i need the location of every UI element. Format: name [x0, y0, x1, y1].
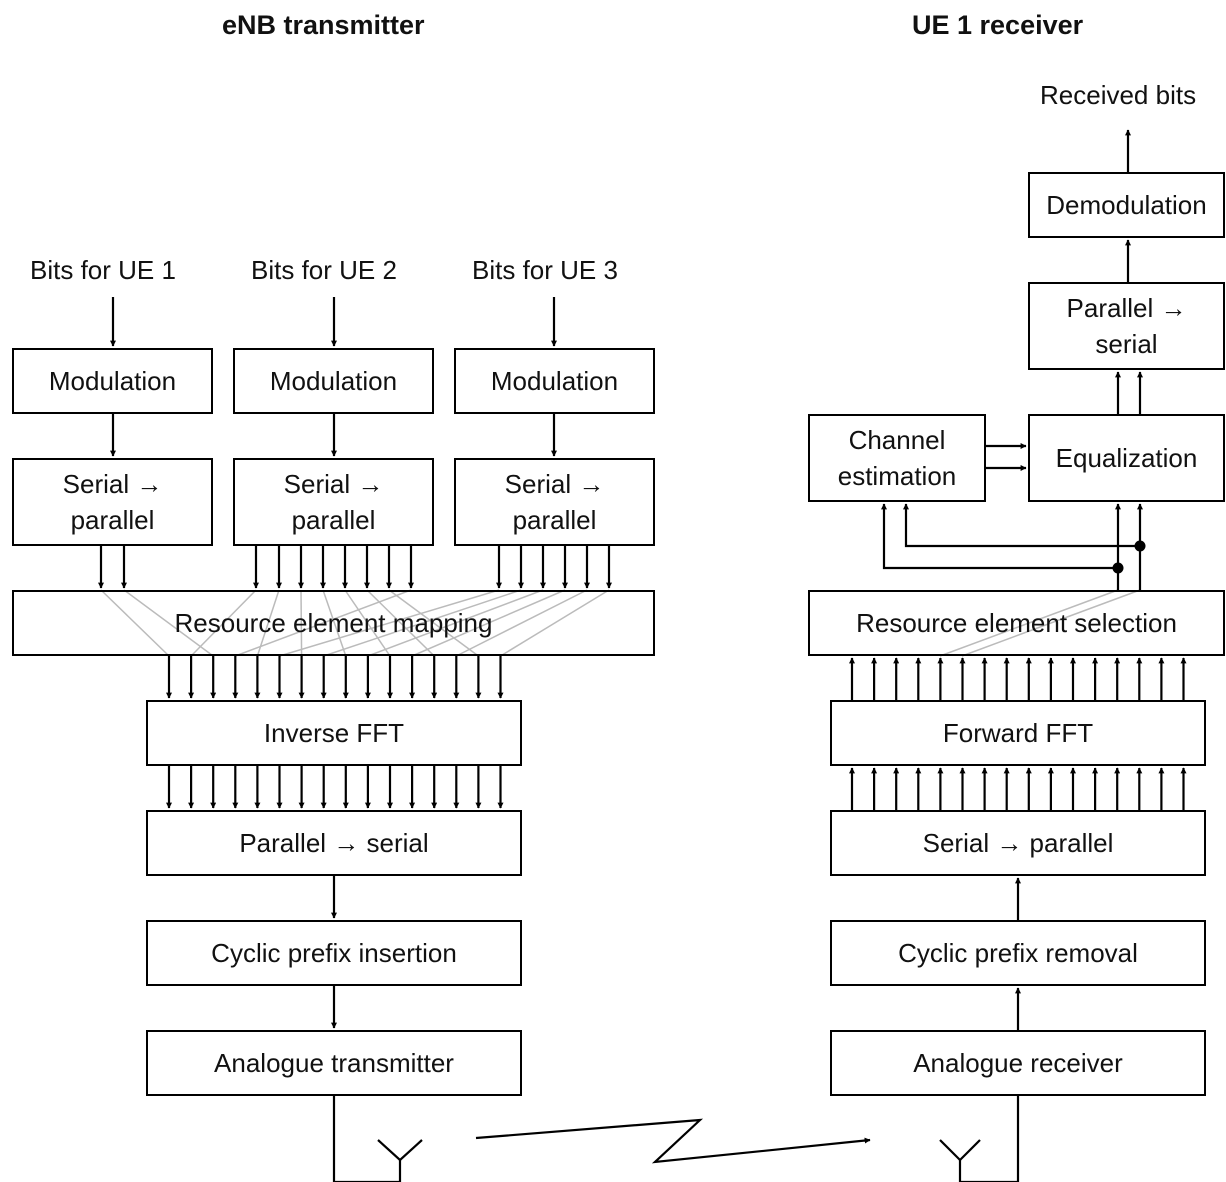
- mapping-line-7: [366, 589, 435, 657]
- tx-antenna-icon: [377, 1139, 423, 1162]
- modulation-block-ue3: Modulation: [454, 348, 655, 414]
- mapping-line-14: [455, 589, 588, 657]
- input-label-ue1: Bits for UE 1: [30, 255, 176, 285]
- radio-link-arrow: [475, 1118, 871, 1164]
- branch-to-channel-est-1: [881, 503, 1118, 570]
- received-bits-label: Received bits: [1040, 80, 1197, 110]
- input-label-ue3: Bits for UE 3: [472, 255, 618, 285]
- mapping-line-8: [388, 589, 479, 657]
- mapping-lines: [100, 589, 1141, 657]
- serial-to-parallel-block-ue3: Serial → parallel: [454, 458, 655, 546]
- analogue-transmitter-block: Analogue transmitter: [146, 1030, 522, 1096]
- tx-parallel-to-serial-block: Parallel → serial: [146, 810, 522, 876]
- selection-line-1: [961, 589, 1141, 657]
- tx-antenna-feed: [334, 1160, 402, 1182]
- cyclic-prefix-removal-block: Cyclic prefix removal: [830, 920, 1206, 986]
- rx-serial-to-parallel-block: Serial → parallel: [830, 810, 1206, 876]
- mapping-line-6: [344, 589, 391, 657]
- junction-dot-2: [1134, 540, 1146, 552]
- cyclic-prefix-insertion-block: Cyclic prefix insertion: [146, 920, 522, 986]
- mapping-line-11: [323, 589, 522, 657]
- rx-antenna-icon: [939, 1139, 981, 1162]
- channel-estimation-block: Channel estimation: [808, 414, 986, 502]
- forward-fft-block: Forward FFT: [830, 700, 1206, 766]
- mapping-line-5: [322, 589, 347, 657]
- receiver-title: UE 1 receiver: [912, 10, 1084, 40]
- junction-dot-1: [1112, 562, 1124, 574]
- selection-line-0: [939, 589, 1119, 657]
- modulation-block-ue2: Modulation: [233, 348, 434, 414]
- mapping-line-1: [123, 589, 214, 657]
- analogue-receiver-block: Analogue receiver: [830, 1030, 1206, 1096]
- branch-to-channel-est-2: [903, 503, 1140, 548]
- mapping-line-10: [279, 589, 500, 657]
- mapping-line-12: [367, 589, 544, 657]
- rx-antenna-feed: [958, 1096, 1020, 1182]
- inverse-fft-block: Inverse FFT: [146, 700, 522, 766]
- mapping-line-15: [500, 589, 610, 657]
- mapping-line-9: [235, 589, 412, 657]
- resource-element-selection-block: Resource element selection: [808, 590, 1225, 656]
- rx-parallel-to-serial-block: Parallel → serial: [1028, 282, 1225, 370]
- transmitter-title: eNB transmitter: [222, 10, 425, 40]
- serial-to-parallel-block-ue1: Serial → parallel: [12, 458, 213, 546]
- mapping-line-3: [256, 589, 280, 657]
- serial-to-parallel-block-ue2: Serial → parallel: [233, 458, 434, 546]
- mapping-line-4: [300, 589, 303, 657]
- mapping-line-0: [100, 589, 170, 657]
- mapping-line-2: [190, 589, 257, 657]
- equalization-block: Equalization: [1028, 414, 1225, 502]
- input-label-ue2: Bits for UE 2: [251, 255, 397, 285]
- mapping-line-13: [411, 589, 566, 657]
- modulation-block-ue1: Modulation: [12, 348, 213, 414]
- demodulation-block: Demodulation: [1028, 172, 1225, 238]
- resource-element-mapping-block: Resource element mapping: [12, 590, 655, 656]
